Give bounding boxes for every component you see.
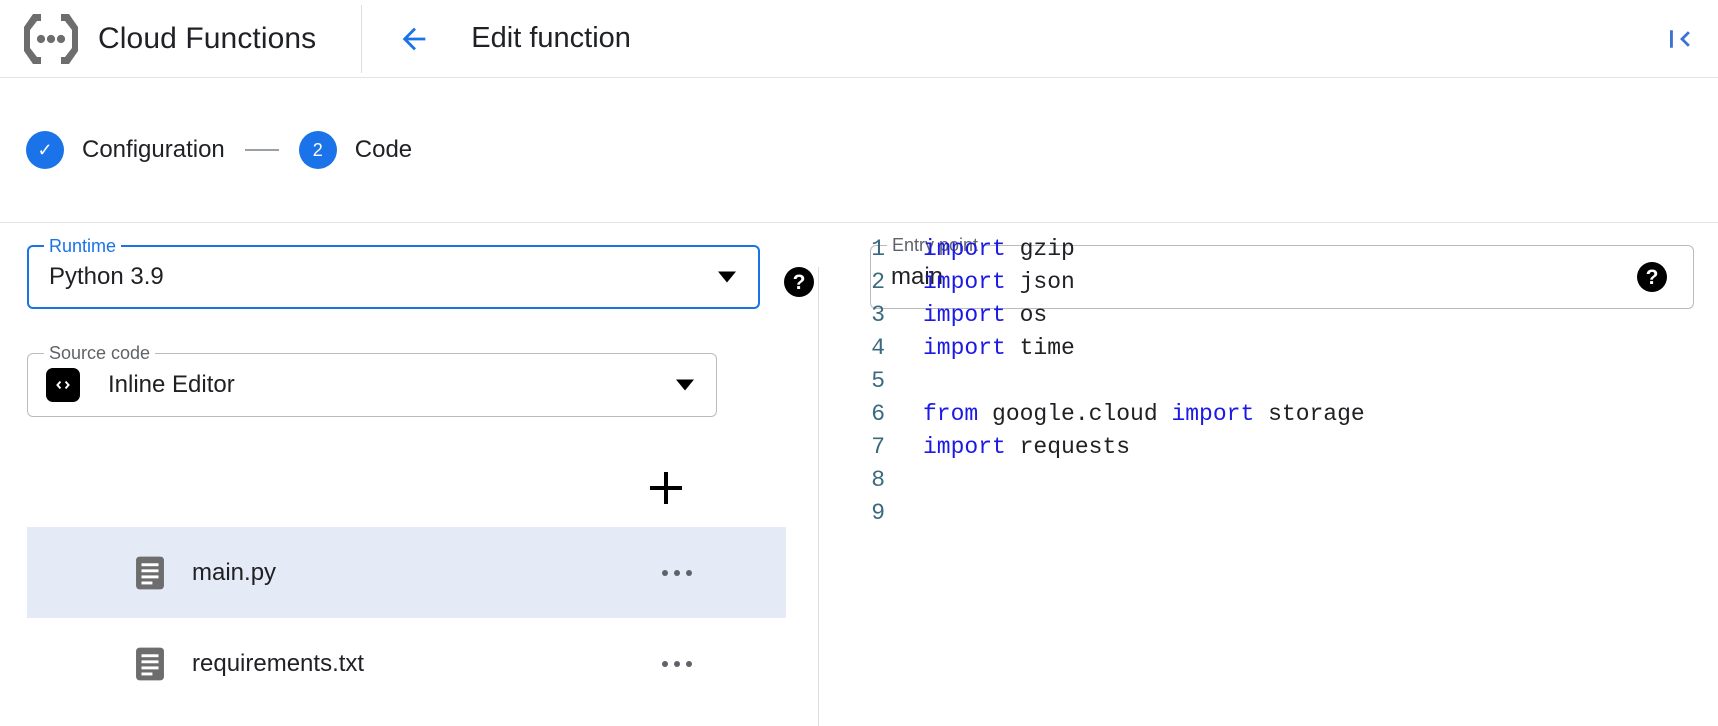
code-token: requests (1005, 434, 1131, 460)
file-list-item-main-py[interactable]: main.py (27, 527, 786, 618)
right-panel: Entry point main ? 1 import gzip 2 import j… (818, 223, 1718, 726)
code-line: 5 (837, 365, 1718, 398)
code-line-text: import json (923, 266, 1075, 299)
file-description-icon (136, 647, 164, 680)
code-token: os (1005, 302, 1048, 328)
code-token: storage (1254, 401, 1365, 427)
code-keyword: import (923, 335, 1006, 361)
line-number: 8 (871, 467, 885, 493)
product-title: Cloud Functions (98, 21, 317, 55)
step-configuration-marker: ✓ (26, 131, 64, 169)
source-code-value: Inline Editor (108, 371, 235, 398)
line-number: 7 (871, 434, 885, 460)
code-brackets-icon (46, 368, 80, 402)
line-number: 9 (871, 500, 885, 526)
page-title: Edit function (471, 22, 631, 54)
step-connector (244, 149, 279, 151)
line-number: 4 (871, 335, 885, 361)
more-horizontal-icon-dot (674, 660, 680, 667)
collapse-panel-button[interactable] (1658, 17, 1702, 61)
code-token: google.cloud (978, 401, 1172, 427)
file-list: main.py requirements.txt (27, 527, 786, 709)
plus-icon-bar (650, 486, 682, 490)
app-header: Cloud Functions Edit function (0, 0, 1718, 78)
add-file-button[interactable] (638, 460, 694, 516)
file-description-icon (136, 556, 164, 589)
code-keyword: import (923, 236, 1006, 262)
header-divider (361, 4, 363, 73)
panel-divider (818, 267, 819, 726)
code-line-text: import os (923, 299, 1047, 332)
code-editor[interactable]: 1 import gzip 2 import json 3 import os 4 impor… (837, 233, 1718, 726)
code-line-text: import time (923, 332, 1075, 365)
code-line: 8 (837, 464, 1718, 497)
more-horizontal-icon-dot (686, 660, 692, 667)
code-keyword: import (923, 269, 1006, 295)
file-menu-button[interactable] (662, 569, 692, 576)
code-keyword: from (923, 401, 979, 427)
file-name: main.py (192, 558, 277, 586)
runtime-help-icon[interactable]: ? (784, 267, 814, 297)
runtime-label: Runtime (44, 236, 122, 256)
left-panel: Runtime Python 3.9 ? Source code Inline … (0, 223, 818, 726)
code-line: 6 from google.cloud import storage (837, 398, 1718, 431)
chevron-down-icon (676, 379, 694, 391)
code-token: json (1005, 269, 1075, 295)
cloud-functions-logo-icon (24, 13, 78, 64)
file-menu-button[interactable] (662, 660, 692, 667)
code-line: 1 import gzip (837, 233, 1718, 266)
line-number: 6 (871, 401, 885, 427)
back-button[interactable] (391, 16, 437, 62)
code-keyword: import (1171, 401, 1255, 427)
step-code-label: Code (354, 136, 413, 163)
source-code-label: Source code (44, 343, 156, 363)
code-line: 9 (837, 497, 1718, 530)
entry-point-help-icon[interactable]: ? (1637, 262, 1667, 292)
runtime-select[interactable]: Runtime Python 3.9 (27, 236, 760, 309)
content-area: Runtime Python 3.9 ? Source code Inline … (0, 223, 1718, 726)
step-code[interactable]: 2 Code (298, 131, 413, 169)
code-keyword: import (923, 302, 1006, 328)
more-horizontal-icon-dot (662, 660, 668, 667)
step-code-marker: 2 (298, 131, 337, 169)
more-horizontal-icon-dot (686, 569, 692, 576)
entry-point-value: main (891, 263, 944, 290)
brand[interactable]: Cloud Functions (0, 0, 316, 77)
chevron-down-icon (718, 271, 736, 283)
code-line-text: import requests (923, 431, 1130, 464)
code-keyword: import (923, 434, 1006, 460)
code-line: 3 import os (837, 299, 1718, 332)
line-number: 2 (871, 269, 885, 295)
code-line-text: import gzip (923, 233, 1075, 266)
code-line: 4 import time (837, 332, 1718, 365)
collapse-panel-left-icon (1670, 29, 1690, 48)
file-name: requirements.txt (192, 649, 365, 677)
wizard-stepper: ✓ Configuration 2 Code (0, 78, 1718, 223)
runtime-value: Python 3.9 (49, 263, 164, 290)
code-line-text: from google.cloud import storage (923, 398, 1365, 431)
line-number: 1 (871, 236, 885, 262)
step-configuration-label: Configuration (82, 136, 225, 163)
code-token: gzip (1005, 236, 1075, 262)
source-code-select[interactable]: Source code Inline Editor (27, 343, 717, 417)
line-number: 5 (871, 368, 885, 394)
arrow-left-icon (402, 27, 426, 50)
more-horizontal-icon-dot (674, 569, 680, 576)
code-line: 7 import requests (837, 431, 1718, 464)
file-list-item-requirements-txt[interactable]: requirements.txt (27, 618, 786, 709)
code-token: time (1005, 335, 1075, 361)
more-horizontal-icon-dot (662, 569, 668, 576)
entry-point-input[interactable]: Entry point main ? (870, 235, 1694, 309)
code-line: 2 import json (837, 266, 1718, 299)
entry-point-label: Entry point (887, 235, 984, 255)
step-configuration[interactable]: ✓ Configuration (26, 131, 225, 169)
line-number: 3 (871, 302, 885, 328)
